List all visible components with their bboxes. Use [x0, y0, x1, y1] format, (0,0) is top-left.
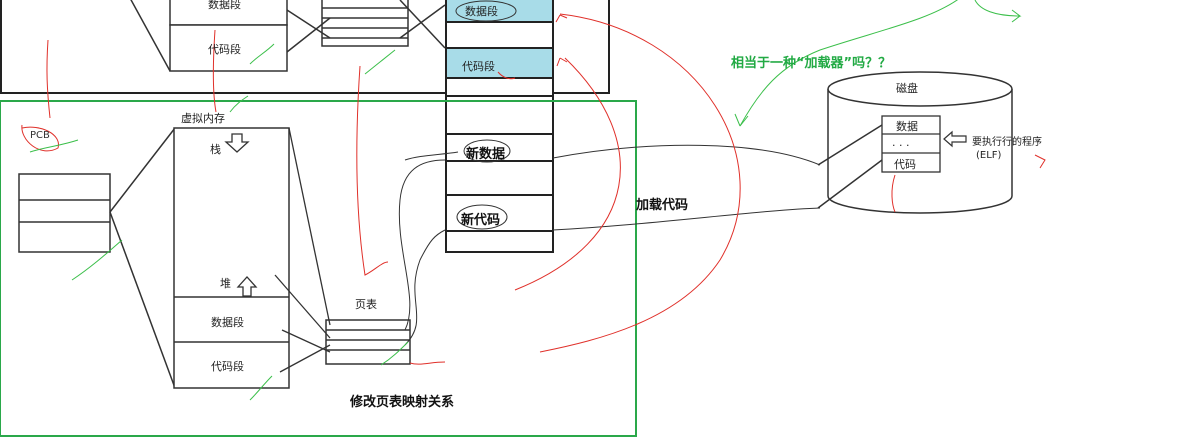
heap-arrow-icon [236, 276, 258, 297]
new-code-circle [456, 204, 508, 230]
disk-label: 磁盘 [896, 82, 918, 95]
page-table [325, 319, 411, 365]
disk-file-table [881, 115, 941, 173]
top-data-seg-box [169, 0, 288, 26]
top-process-frame [0, 0, 610, 94]
page-table-label: 页表 [355, 298, 377, 311]
heap-label: 堆 [220, 277, 231, 290]
new-data-circle [463, 139, 511, 163]
current-process-frame [0, 100, 637, 437]
modify-page-table-label: 修改页表映射关系 [350, 395, 455, 410]
new-code-label: 新代码 [461, 213, 501, 228]
vm-data-seg-label: 数据段 [211, 316, 244, 329]
top-page-table [321, 0, 409, 47]
vm-code-seg-label: 代码段 [211, 360, 244, 373]
red-annotations [21, 13, 1046, 365]
top-code-seg-box [169, 24, 288, 72]
stack-arrow-icon [224, 133, 250, 153]
elf-label: (ELF) [976, 150, 1002, 161]
top-code-seg-label: 代码段 [208, 43, 241, 56]
stack-label: 栈 [210, 143, 221, 156]
disk-code-label: 代码 [894, 158, 916, 171]
new-data-label: 新数据 [466, 147, 506, 162]
top-data-circle [455, 0, 517, 22]
phys-code-seg-label: 代码段 [462, 60, 495, 73]
pcb-table [18, 173, 111, 253]
loader-question-note: 相当于一种“加载器”吗？？ [731, 56, 892, 71]
pcb-label: PCB [30, 130, 50, 141]
disk-dots-label: . . . [892, 136, 910, 149]
disk-data-label: 数据 [896, 120, 918, 133]
physical-memory [445, 0, 554, 253]
load-code-label: 加载代码 [636, 198, 689, 213]
phys-data-seg-label: 数据段 [465, 5, 498, 18]
green-annotations [29, 0, 1022, 401]
top-data-seg-label: 数据段 [208, 0, 241, 11]
program-to-run-label: 要执行行的程序 [972, 137, 1042, 148]
virtual-memory-box [173, 127, 290, 389]
left-arrow-icon [943, 130, 967, 148]
virtual-memory-label: 虚拟内存 [181, 112, 225, 125]
